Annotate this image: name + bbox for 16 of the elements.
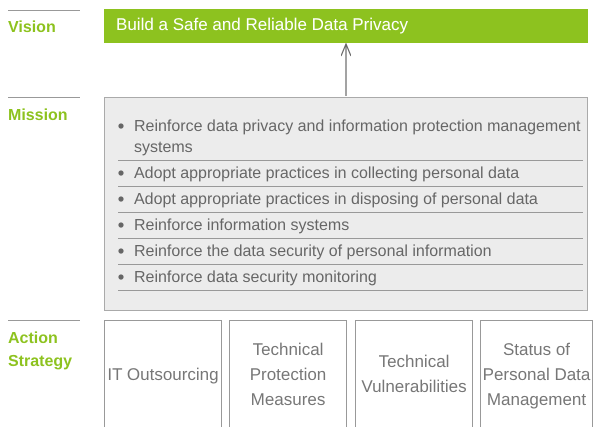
- bullet-item: Adopt appropriate practices in disposing of personal data: [134, 191, 538, 208]
- row-heading: Vision: [8, 18, 57, 38]
- strategy-box: Technical Vulnerabilities: [355, 320, 473, 427]
- bullet-item: Reinforce the data security of personal information: [134, 243, 492, 260]
- strategy-box: Status of Personal Data Management: [480, 320, 593, 427]
- bullet-item: Reinforce data privacy and information protection management systems: [134, 118, 580, 156]
- strategy-box: Technical Protection Measures: [229, 320, 347, 427]
- row-heading: Action Strategy: [8, 329, 74, 372]
- bullet-item: Adopt appropriate practices in collecting personal data: [134, 165, 520, 182]
- vision-banner: Build a Safe and Reliable Data Privacy: [104, 9, 588, 43]
- bullet-item: Reinforce data security monitoring: [134, 269, 377, 286]
- mission-panel: [104, 97, 588, 311]
- arrow: [340, 43, 352, 96]
- row-heading: Mission: [8, 106, 69, 126]
- bullet-item: Reinforce information systems: [134, 217, 350, 234]
- strategy-box: IT Outsourcing: [104, 320, 222, 427]
